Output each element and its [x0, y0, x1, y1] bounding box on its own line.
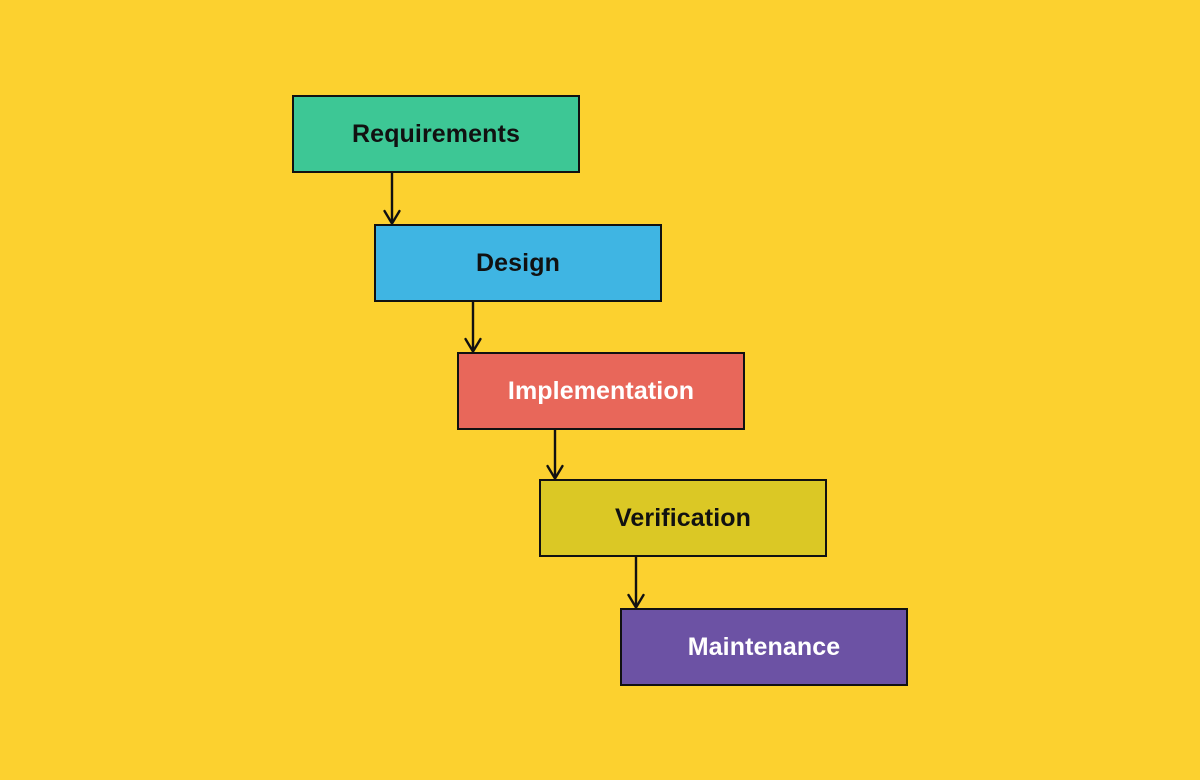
stage-label-verification: Verification — [615, 503, 751, 532]
arrow-connector-implementation-to-verification — [545, 430, 565, 480]
stage-label-maintenance: Maintenance — [687, 632, 841, 661]
stage-box-design[interactable]: Design — [374, 224, 662, 302]
stage-box-requirements[interactable]: Requirements — [292, 95, 580, 173]
stage-label-implementation: Implementation — [507, 376, 695, 405]
stage-label-requirements: Requirements — [352, 119, 520, 148]
arrow-connector-design-to-implementation — [463, 302, 483, 353]
arrow-connector-verification-to-maintenance — [626, 557, 646, 609]
stage-box-implementation[interactable]: Implementation — [457, 352, 745, 430]
stage-label-design: Design — [476, 248, 560, 277]
stage-box-maintenance[interactable]: Maintenance — [620, 608, 908, 686]
stage-box-verification[interactable]: Verification — [539, 479, 827, 557]
arrow-connector-requirements-to-design — [382, 173, 402, 225]
